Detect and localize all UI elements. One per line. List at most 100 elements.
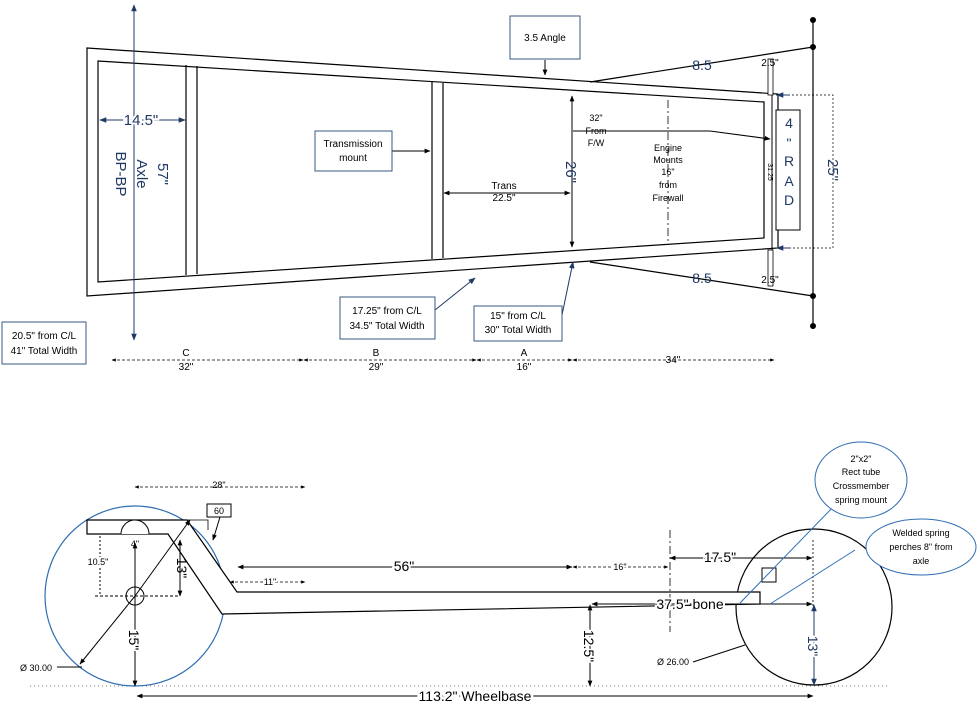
svg-text:13": 13" [805, 636, 821, 657]
dim-11-label: 11" [264, 577, 277, 587]
firewall-offset-3: F/W [588, 138, 605, 148]
firewall-offset-2: From [586, 126, 607, 136]
firewall-offset-1: 32" [589, 113, 602, 123]
rear-radius-line [79, 595, 136, 665]
top-view: 3.5 Angle 14.5" 57" Axle BP-BP Transmiss… [1, 4, 841, 373]
front-upper-length: 8.5 [692, 57, 712, 73]
crossmember-note-pointer [739, 504, 836, 604]
bumper-dot-3 [810, 293, 816, 299]
crossmember-note: 2"x2" Rect tube Crossmember spring mount [814, 441, 908, 519]
svg-text:26": 26" [562, 161, 579, 183]
dim-28-label: 28" [212, 480, 225, 490]
frame-inner [97, 60, 765, 283]
svg-text:Welded spring: Welded spring [892, 528, 949, 538]
width-front-pointer [561, 261, 575, 316]
tab-upper-length: 2.5" [761, 58, 779, 69]
dim-4-label: 4" [131, 539, 139, 549]
front-width: 25" [824, 159, 841, 181]
front-width-guide [776, 94, 834, 249]
svg-text:60: 60 [214, 506, 224, 516]
spring-note: Welded spring perches 8" from axle [865, 518, 977, 576]
dim-16-label: 16" [613, 562, 626, 572]
section-c-length: 32" [179, 362, 194, 373]
spring-mount-bracket [761, 567, 777, 583]
svg-text:31.25: 31.25 [766, 163, 773, 181]
engine-mounts-4: from [659, 180, 677, 190]
rear-radius-line-2 [134, 519, 191, 597]
radiator-tab-upper [767, 58, 774, 96]
dim-10-5-label: 10.5" [88, 557, 109, 567]
svg-text:BP-BP: BP-BP [112, 151, 129, 196]
front-wheel-diameter: Ø 26.00 [657, 657, 689, 667]
dim-56-label: 56" [394, 558, 415, 574]
tab-lower-length: 2.5" [761, 275, 779, 286]
dim-12-5-label: 12.5" [580, 628, 599, 663]
engine-mounts-5: Firewall [652, 193, 683, 203]
engine-mounts-3: 16" [661, 167, 674, 177]
svg-text:41" Total Width: 41" Total Width [11, 346, 78, 357]
svg-text:15": 15" [126, 630, 142, 651]
rad-letter-1: 4 [785, 115, 793, 131]
kickup-line [187, 519, 209, 530]
svg-text:17.25" from C/L: 17.25" from C/L [352, 306, 422, 317]
axle-notch [120, 519, 150, 535]
front-rail-upper [589, 46, 814, 83]
svg-text:Rect tube: Rect tube [842, 467, 881, 477]
rad-letter-2: " [787, 135, 792, 151]
svg-text:Crossmember: Crossmember [833, 481, 890, 491]
svg-text:axle: axle [913, 556, 930, 566]
width-mid-pointer [434, 277, 476, 311]
svg-text:34.5" Total Width: 34.5" Total Width [349, 321, 424, 332]
section-b-length: 29" [369, 362, 384, 373]
wheelbase-label: 113.2" Wheelbase [419, 688, 532, 704]
width-mid-box: 17.25" from C/L 34.5" Total Width [339, 296, 436, 340]
svg-text:Axle: Axle [133, 159, 150, 188]
rear-wheel-diameter: Ø 30.00 [20, 663, 52, 673]
axle-label: Axle [133, 159, 150, 188]
dim-17-5-label: 17.5" [704, 549, 736, 565]
axle-width-label: 57" [154, 163, 171, 185]
angle-60-pointer [212, 516, 221, 541]
angle-label: 3.5 Angle [524, 33, 566, 44]
svg-text:15" from C/L: 15" from C/L [490, 311, 546, 322]
svg-text:20.5" from C/L: 20.5" from C/L [12, 331, 77, 342]
svg-text:57": 57" [154, 163, 171, 185]
engine-bay-width: 26" [562, 161, 579, 183]
bumper-dot-2 [810, 44, 816, 50]
svg-text:perches 8" from: perches 8" from [889, 542, 952, 552]
rear-section-width: 14.5" [124, 112, 159, 129]
rad-letter-3: R [784, 153, 794, 169]
dim-15-label: 15" [125, 628, 144, 652]
bumper-dot-1 [810, 17, 816, 23]
section-b-letter: B [373, 348, 380, 359]
radiator-tab-lower [767, 249, 774, 287]
section-front-length: 34" [666, 355, 681, 366]
dim-13-front-label: 13" [804, 634, 823, 658]
front-dia-pointer [692, 644, 746, 663]
section-a-length: 16" [517, 362, 532, 373]
width-rear-box: 20.5" from C/L 41" Total Width [1, 321, 87, 365]
rad-letter-5: D [784, 192, 794, 208]
engine-mounts-2: Mounts [653, 155, 683, 165]
bone-label: 37.5" bone [656, 596, 723, 612]
engine-mounts-1: Engine [654, 143, 682, 153]
transmission-mount-box: Transmission mount [314, 130, 393, 172]
svg-text:2"x2": 2"x2" [851, 454, 872, 464]
svg-text:spring mount: spring mount [835, 495, 888, 505]
svg-text:Transmission: Transmission [323, 139, 382, 150]
bumper-dot-4 [810, 323, 816, 329]
trans-label: Trans [491, 181, 516, 192]
radiator-box [775, 109, 801, 231]
small-dim: 31.25 [766, 163, 773, 181]
side-view: 28" 60 4" 10.5" 13" 15" 11" 56" 16" 17.5… [20, 441, 977, 707]
section-a-letter: A [521, 348, 528, 359]
section-c-letter: C [182, 348, 189, 359]
svg-text:25": 25" [824, 159, 841, 181]
svg-text:13": 13" [174, 558, 190, 579]
rad-letter-4: A [784, 173, 794, 189]
front-lower-length: 8.5 [692, 270, 712, 286]
svg-text:12.5": 12.5" [581, 630, 597, 662]
trans-length: 22.5" [492, 193, 515, 204]
angle-box: 3.5 Angle [509, 15, 581, 60]
